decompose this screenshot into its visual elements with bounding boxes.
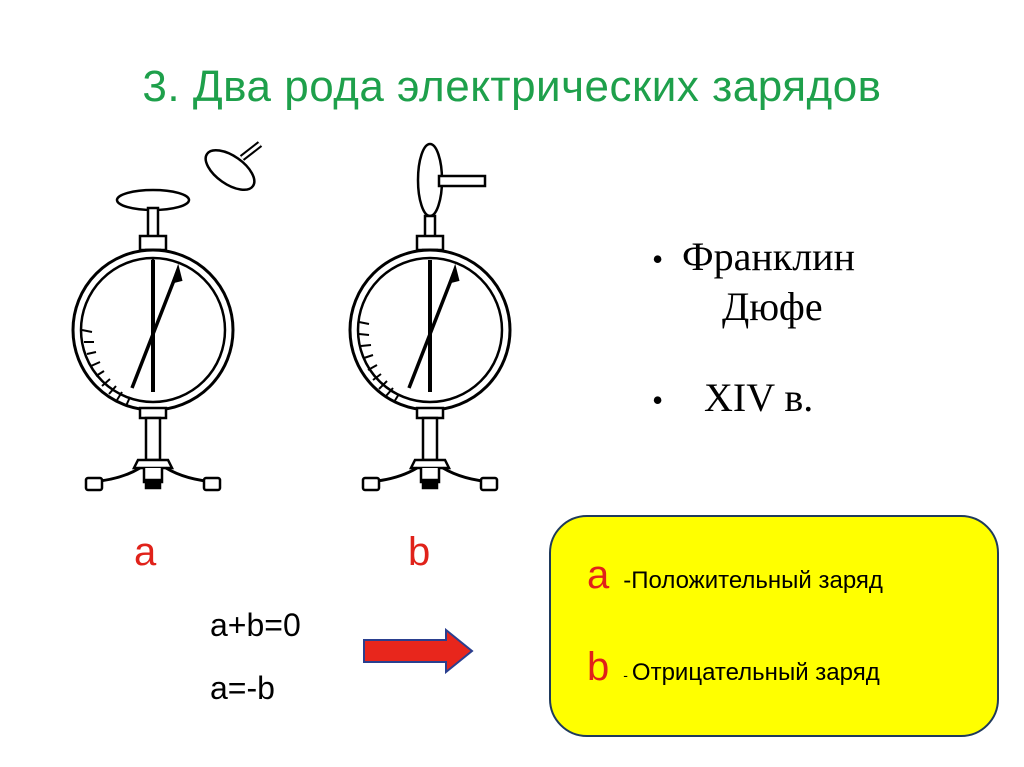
definition-dash: -	[623, 667, 628, 683]
bullet-list: • Франклин Дюфе • XIV в.	[652, 232, 855, 421]
definitions-box: a -Положительный заряд b -Отрицательный …	[549, 515, 999, 737]
bullet-item-scientists: • Франклин Дюфе	[652, 232, 855, 332]
name-dufay: Дюфе	[722, 284, 823, 329]
bullet-item-century: • XIV в.	[652, 374, 855, 421]
name-franklin: Франклин	[682, 234, 855, 279]
equation-negation: a=-b	[210, 670, 275, 706]
charged-plate-icon	[204, 141, 263, 191]
slide-title: 3. Два рода электрических зарядов	[142, 62, 882, 111]
right-arrow-icon	[363, 628, 474, 674]
electroscopes-illustration	[71, 141, 512, 492]
century-text: XIV в.	[704, 375, 814, 420]
label-b: b	[408, 530, 431, 574]
bullet-marker: •	[652, 241, 664, 277]
electroscope-a-icon	[71, 188, 235, 492]
definition-letter-a: a	[587, 553, 610, 597]
definition-letter-b: b	[587, 645, 610, 689]
definition-text-negative: Отрицательный заряд	[631, 659, 880, 686]
definition-text-positive: -Положительный заряд	[623, 567, 883, 594]
definition-negative: b -Отрицательный заряд	[587, 645, 880, 690]
equation-sum: a+b=0	[210, 607, 301, 643]
electroscope-b-icon	[348, 142, 512, 492]
definition-positive: a -Положительный заряд	[587, 553, 883, 598]
bullet-marker: •	[652, 382, 664, 418]
label-a: a	[134, 530, 157, 574]
